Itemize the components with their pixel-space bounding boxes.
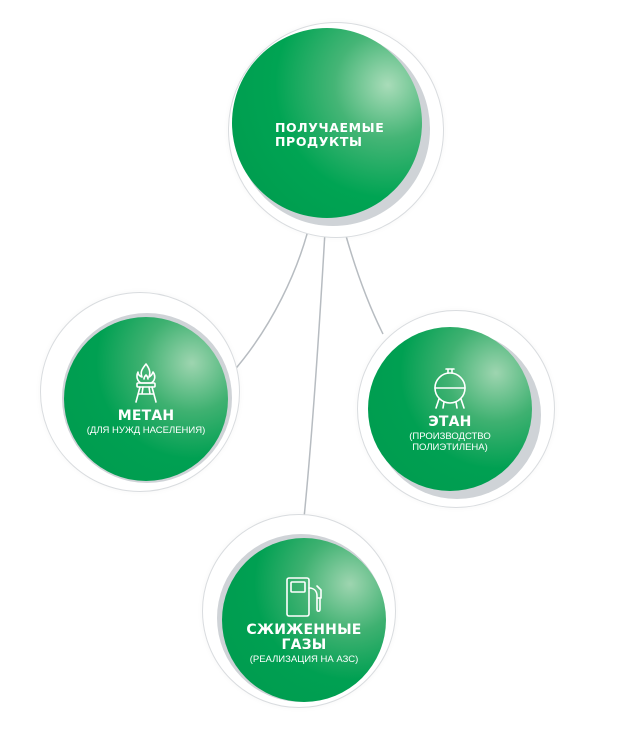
ethane-title: ЭТАН: [428, 413, 472, 430]
lpg-title-line2: ГАЗЫ: [281, 636, 327, 653]
ethane-node: ЭТАН (ПРОИЗВОДСТВО ПОЛИЭТИЛЕНА): [368, 327, 532, 491]
center-title-line1: ПОЛУЧАЕМЫЕ: [275, 120, 385, 135]
fuel-pump-icon: [286, 576, 322, 617]
center-node: ПОЛУЧАЕМЫЕ ПРОДУКТЫ: [232, 28, 422, 218]
methane-node: МЕТАН (ДЛЯ НУЖД НАСЕЛЕНИЯ): [64, 317, 228, 481]
methane-subtitle: (ДЛЯ НУЖД НАСЕЛЕНИЯ): [86, 425, 206, 436]
center-title: ПОЛУЧАЕМЫЕ ПРОДУКТЫ: [275, 121, 384, 149]
ethane-subtitle-line1: (ПРОИЗВОДСТВО: [409, 430, 491, 442]
spherical-tank-icon: [434, 367, 466, 409]
lpg-subtitle: (РЕАЛИЗАЦИЯ НА АЗС): [249, 653, 359, 665]
center-title-line2: ПРОДУКТЫ: [275, 134, 363, 149]
lpg-title: СЖИЖЕННЫЕ ГАЗЫ: [246, 621, 362, 653]
gas-flame-burner-icon: [135, 363, 157, 403]
connector-to-methane: [230, 213, 313, 375]
lpg-title-line1: СЖИЖЕННЫЕ: [246, 621, 362, 638]
methane-title: МЕТАН: [117, 408, 175, 424]
ethane-subtitle-line2: ПОЛИЭТИЛЕНА): [412, 441, 488, 453]
connector-to-lpg: [302, 213, 327, 529]
lpg-node: СЖИЖЕННЫЕ ГАЗЫ (РЕАЛИЗАЦИЯ НА АЗС): [222, 538, 386, 702]
ethane-subtitle: (ПРОИЗВОДСТВО ПОЛИЭТИЛЕНА): [409, 431, 490, 453]
